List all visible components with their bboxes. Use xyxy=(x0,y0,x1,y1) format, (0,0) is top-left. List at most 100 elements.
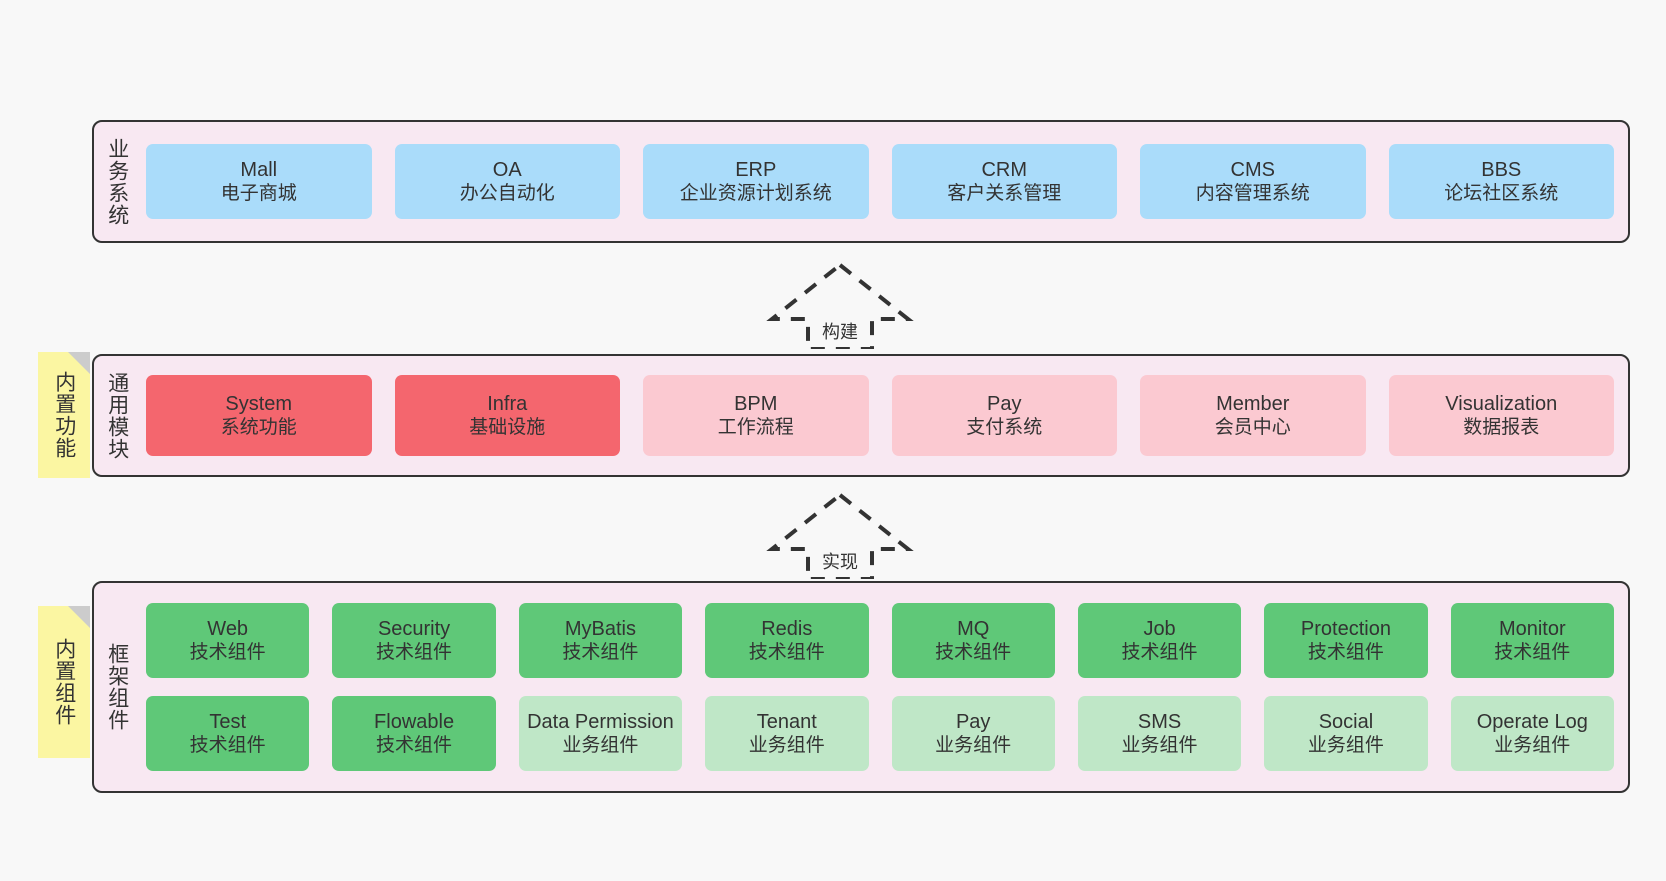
node-member[interactable]: Member 会员中心 xyxy=(1140,375,1366,456)
node-label-en: Infra xyxy=(487,392,528,415)
node-job[interactable]: Job 技术组件 xyxy=(1077,603,1242,678)
node-label-cn: 数据报表 xyxy=(1463,417,1540,439)
node-label-cn: 内容管理系统 xyxy=(1195,183,1310,205)
node-social[interactable]: Social 业务组件 xyxy=(1264,696,1428,771)
layer-framework-components: 框架组件 Web 技术组件 Security 技术组件 MyBatis 技术组件… xyxy=(92,581,1630,793)
node-label-en: Tenant xyxy=(756,710,817,733)
layer-body-modules: System 系统功能 Infra 基础设施 BPM 工作流程 Pay 支付系统… xyxy=(140,356,1628,475)
node-data-permission[interactable]: Data Permission 业务组件 xyxy=(518,696,683,771)
node-label-en: Member xyxy=(1216,392,1290,415)
node-cms[interactable]: CMS 内容管理系统 xyxy=(1140,144,1366,219)
node-label-cn: 技术组件 xyxy=(935,642,1012,664)
layer-common-modules: 通用模块 System 系统功能 Infra 基础设施 BPM 工作流程 Pay… xyxy=(92,354,1630,477)
node-label-en: Redis xyxy=(761,617,813,640)
node-label-en: System xyxy=(225,392,293,415)
node-row: Test 技术组件 Flowable 技术组件 Data Permission … xyxy=(146,696,1614,771)
node-label-en: Monitor xyxy=(1498,617,1566,640)
page-fold-icon xyxy=(68,606,90,628)
node-flowable[interactable]: Flowable 技术组件 xyxy=(332,696,496,771)
node-label-cn: 工作流程 xyxy=(717,417,794,439)
node-web[interactable]: Web 技术组件 xyxy=(146,603,310,678)
node-redis[interactable]: Redis 技术组件 xyxy=(705,603,869,678)
node-label-cn: 业务组件 xyxy=(562,735,639,757)
node-mybatis[interactable]: MyBatis 技术组件 xyxy=(518,603,683,678)
node-row: System 系统功能 Infra 基础设施 BPM 工作流程 Pay 支付系统… xyxy=(146,375,1614,456)
node-label-cn: 技术组件 xyxy=(376,735,453,757)
node-label-cn: 业务组件 xyxy=(1121,735,1198,757)
node-label-cn: 论坛社区系统 xyxy=(1444,183,1559,205)
node-label-en: Web xyxy=(207,617,249,640)
arrow-label-build: 构建 xyxy=(822,322,858,342)
node-label-cn: 技术组件 xyxy=(1307,642,1384,664)
node-system[interactable]: System 系统功能 xyxy=(146,375,372,456)
node-label-en: Pay xyxy=(987,392,1022,415)
node-label-en: BPM xyxy=(734,392,778,415)
layer-business-systems: 业务系统 Mall 电子商城 OA 办公自动化 ERP 企业资源计划系统 CRM… xyxy=(92,120,1630,243)
node-label-cn: 基础设施 xyxy=(469,417,546,439)
node-label-en: Visualization xyxy=(1445,392,1558,415)
sticky-note-label: 内置组件 xyxy=(52,638,76,726)
dashed-block-arrow-up-icon xyxy=(766,262,914,349)
node-label-cn: 技术组件 xyxy=(189,642,266,664)
node-label-cn: 支付系统 xyxy=(966,417,1043,439)
node-label-cn: 技术组件 xyxy=(562,642,639,664)
sticky-note-builtin-function: 内置功能 xyxy=(38,352,90,478)
node-pay-module[interactable]: Pay 支付系统 xyxy=(891,375,1117,456)
node-tenant[interactable]: Tenant 业务组件 xyxy=(705,696,869,771)
sticky-note-builtin-component: 内置组件 xyxy=(38,606,90,758)
node-label-en: BBS xyxy=(1481,158,1522,181)
node-label-cn: 会员中心 xyxy=(1214,417,1291,439)
node-pay-component[interactable]: Pay 业务组件 xyxy=(891,696,1055,771)
node-label-cn: 业务组件 xyxy=(935,735,1012,757)
node-label-en: CMS xyxy=(1230,158,1275,181)
page-fold-icon xyxy=(68,352,90,374)
node-label-en: SMS xyxy=(1137,710,1182,733)
node-label-cn: 技术组件 xyxy=(1121,642,1198,664)
node-infra[interactable]: Infra 基础设施 xyxy=(394,375,620,456)
node-label-en: OA xyxy=(492,158,522,181)
node-label-cn: 办公自动化 xyxy=(459,183,555,205)
layer-title-modules: 通用模块 xyxy=(105,371,129,460)
node-monitor[interactable]: Monitor 技术组件 xyxy=(1450,603,1614,678)
node-label-cn: 电子商城 xyxy=(220,183,297,205)
node-label-cn: 客户关系管理 xyxy=(947,183,1062,205)
node-label-en: ERP xyxy=(735,158,777,181)
node-label-cn: 技术组件 xyxy=(376,642,453,664)
node-label-en: Test xyxy=(209,710,247,733)
node-label-en: MyBatis xyxy=(564,617,636,640)
node-label-cn: 业务组件 xyxy=(1494,735,1571,757)
node-label-en: Security xyxy=(377,617,451,640)
node-crm[interactable]: CRM 客户关系管理 xyxy=(891,144,1117,219)
node-label-en: CRM xyxy=(981,158,1028,181)
node-label-en: Operate Log xyxy=(1476,710,1588,733)
node-label-cn: 技术组件 xyxy=(748,642,825,664)
node-label-cn: 企业资源计划系统 xyxy=(679,183,832,205)
node-label-cn: 业务组件 xyxy=(1307,735,1384,757)
node-label-cn: 业务组件 xyxy=(748,735,825,757)
node-sms[interactable]: SMS 业务组件 xyxy=(1077,696,1242,771)
node-label-en: MQ xyxy=(957,617,990,640)
node-visualization[interactable]: Visualization 数据报表 xyxy=(1388,375,1614,456)
node-erp[interactable]: ERP 企业资源计划系统 xyxy=(643,144,869,219)
node-protection[interactable]: Protection 技术组件 xyxy=(1264,603,1428,678)
node-test[interactable]: Test 技术组件 xyxy=(146,696,310,771)
node-mq[interactable]: MQ 技术组件 xyxy=(891,603,1055,678)
node-label-en: Social xyxy=(1318,710,1374,733)
node-label-en: Mall xyxy=(240,158,278,181)
node-oa[interactable]: OA 办公自动化 xyxy=(394,144,620,219)
node-security[interactable]: Security 技术组件 xyxy=(332,603,496,678)
node-mall[interactable]: Mall 电子商城 xyxy=(146,144,372,219)
node-bbs[interactable]: BBS 论坛社区系统 xyxy=(1388,144,1614,219)
node-label-en: Job xyxy=(1143,617,1176,640)
node-bpm[interactable]: BPM 工作流程 xyxy=(643,375,869,456)
node-label-cn: 技术组件 xyxy=(189,735,266,757)
node-label-cn: 系统功能 xyxy=(220,417,297,439)
layer-body-business: Mall 电子商城 OA 办公自动化 ERP 企业资源计划系统 CRM 客户关系… xyxy=(140,122,1628,241)
node-label-en: Protection xyxy=(1300,617,1391,640)
sticky-note-label: 内置功能 xyxy=(52,371,76,459)
node-label-en: Flowable xyxy=(374,710,455,733)
node-operate-log[interactable]: Operate Log 业务组件 xyxy=(1450,696,1614,771)
layer-title-framework: 框架组件 xyxy=(105,643,129,731)
node-label-en: Data Permission xyxy=(527,710,674,733)
